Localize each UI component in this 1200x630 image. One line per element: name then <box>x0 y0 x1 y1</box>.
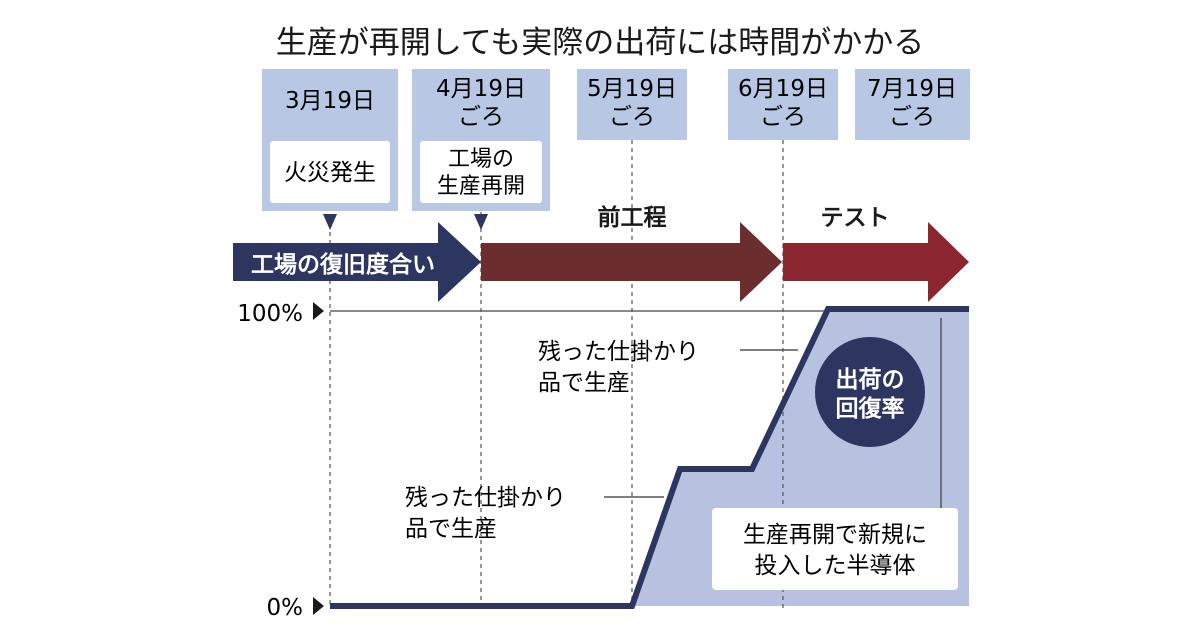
annotation-lower-1: 残った仕掛かり <box>405 485 566 511</box>
date-label-may: 5月19日 <box>587 76 677 102</box>
date-sub-jul: ごろ <box>889 104 935 130</box>
phase-label-test: テスト <box>821 205 890 231</box>
date-label-apr: 4月19日 <box>436 76 526 102</box>
badge-line-1: 出荷の <box>836 367 905 393</box>
event-box-fire: 火災発生 <box>270 141 390 203</box>
event-box-restart: 工場の 生産再開 <box>420 141 542 203</box>
date-label-mar: 3月19日 <box>285 88 375 114</box>
new-input-label-1: 生産再開で新規に <box>743 522 927 548</box>
pointer-mar-icon <box>323 214 337 230</box>
y-label-0: 0% <box>267 595 304 621</box>
phase-label-recovery: 工場の復旧度合い <box>251 251 435 278</box>
phase-arrow-test: テスト <box>783 205 969 302</box>
phase-arrow-frontend: 前工程 <box>481 204 782 302</box>
phase-label-frontend: 前工程 <box>598 204 667 231</box>
phase-arrow-recovery: 工場の復旧度合い <box>233 222 481 302</box>
date-label-jul: 7月19日 <box>867 76 957 102</box>
new-input-label-2: 投入した半導体 <box>755 553 916 579</box>
event-label-fire: 火災発生 <box>284 160 376 186</box>
y-marker-0-icon <box>313 597 324 615</box>
date-box-may: 5月19日 ごろ <box>577 69 687 140</box>
diagram-title: 生産が再開しても実際の出荷には時間がかかる <box>276 25 925 61</box>
y-marker-100-icon <box>313 302 324 320</box>
annotation-upper-1: 残った仕掛かり <box>538 339 699 365</box>
event-label-restart-1: 工場の <box>448 147 514 172</box>
y-label-100: 100% <box>237 301 303 327</box>
date-box-jun: 6月19日 ごろ <box>728 69 838 140</box>
annotation-lower-2: 品で生産 <box>405 516 497 542</box>
date-sub-may: ごろ <box>609 104 655 130</box>
event-label-restart-2: 生産再開 <box>437 174 525 199</box>
new-input-box: 生産再開で新規に 投入した半導体 <box>712 508 958 590</box>
date-sub-jun: ごろ <box>760 104 806 130</box>
recovery-line <box>330 306 969 609</box>
annotation-upper-2: 品で生産 <box>538 370 630 396</box>
date-sub-apr: ごろ <box>458 104 504 130</box>
date-lines <box>329 140 784 608</box>
shipment-recovery-badge: 出荷の 回復率 <box>815 337 925 447</box>
date-label-jun: 6月19日 <box>738 76 828 102</box>
badge-line-2: 回復率 <box>836 395 905 422</box>
date-box-jul: 7月19日 ごろ <box>855 69 970 140</box>
pointer-apr-icon <box>474 214 488 230</box>
